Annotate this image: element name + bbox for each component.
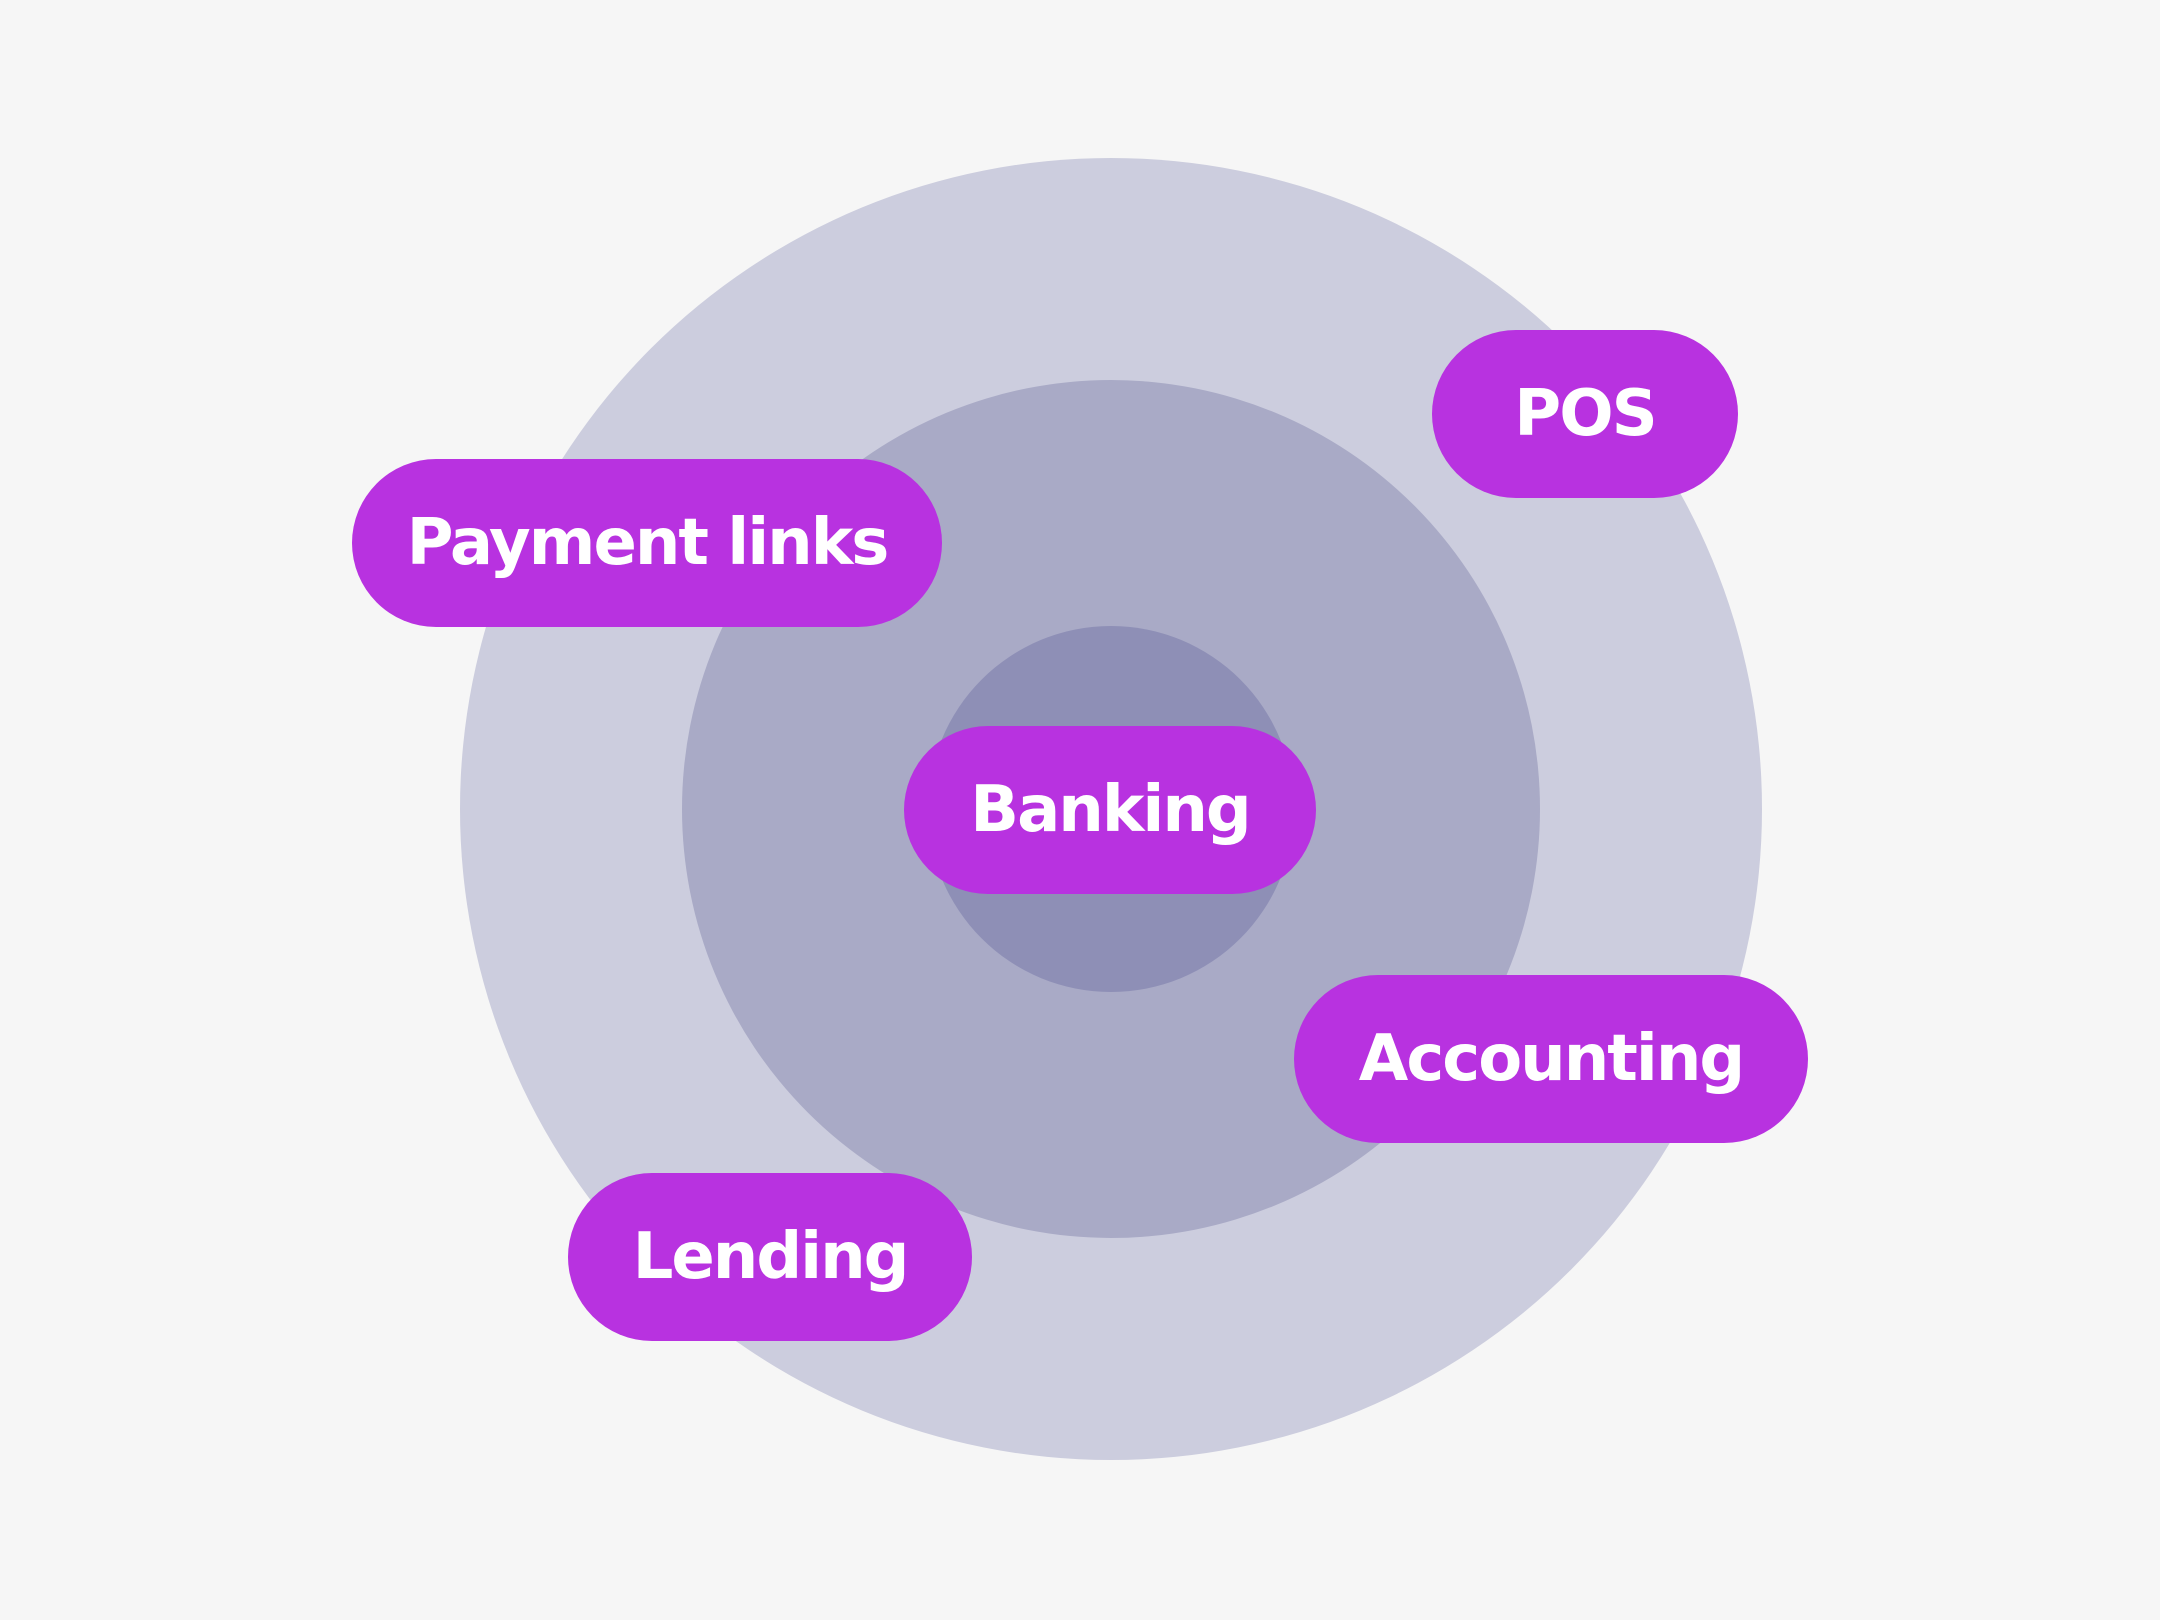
pos-label: POS xyxy=(1514,377,1657,451)
lending-label: Lending xyxy=(632,1220,910,1294)
accounting-pill: Accounting xyxy=(1294,975,1808,1143)
accounting-label: Accounting xyxy=(1358,1022,1745,1096)
payment-links-pill: Payment links xyxy=(352,459,942,627)
pos-pill: POS xyxy=(1432,330,1738,498)
banking-pill: Banking xyxy=(904,726,1316,894)
lending-pill: Lending xyxy=(568,1173,972,1341)
payment-links-label: Payment links xyxy=(406,506,890,580)
banking-label: Banking xyxy=(970,773,1251,847)
